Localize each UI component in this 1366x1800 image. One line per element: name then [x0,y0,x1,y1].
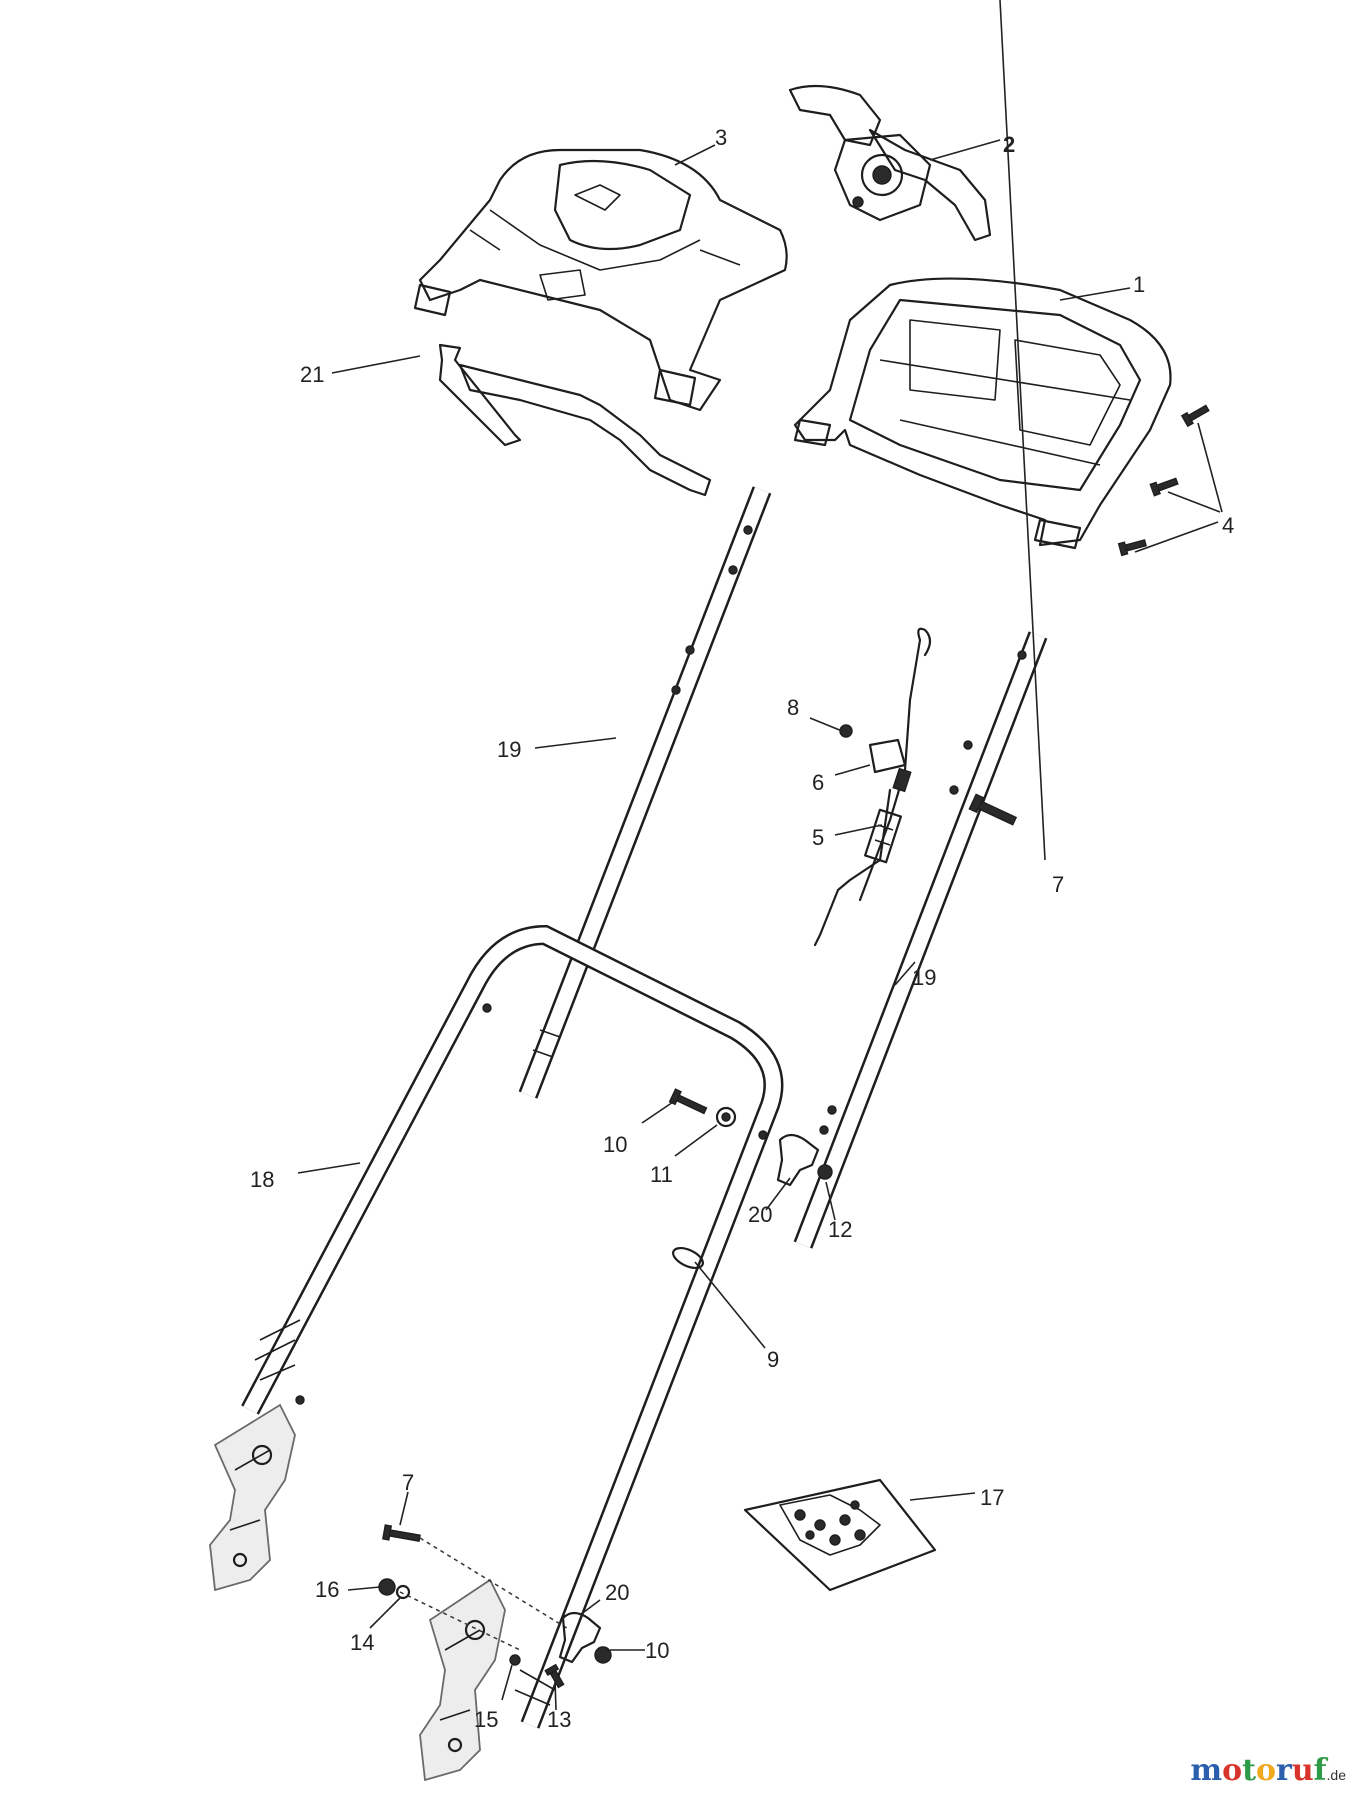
callout-10-upper: 10 [603,1132,627,1157]
callout-21: 21 [300,362,324,387]
callout-18: 18 [250,1167,274,1192]
callout-labels: 1 2 3 4 21 8 6 5 7 19 19 18 10 11 20 12 … [250,125,1234,1732]
washer-14-part [395,1584,411,1600]
callout-6: 6 [812,770,824,795]
upper-tube-right [793,631,1048,1249]
washer-15-part [509,1654,521,1666]
assembly-line-14 [399,1591,521,1651]
bowden-cable-part [813,627,932,947]
watermark-letter-2: o [1222,1753,1243,1788]
watermark-suffix: .de [1326,1767,1346,1783]
screw-set-4 [1117,404,1210,557]
watermark-letter-6: u [1291,1753,1314,1788]
nut-10-lower-part [594,1646,612,1664]
nut-16-part [378,1578,396,1596]
callout-15: 15 [474,1707,498,1732]
callout-19-right: 19 [912,965,936,990]
callout-12: 12 [828,1217,852,1242]
nut-12-part [817,1164,833,1180]
wing-knob-20-upper-part [776,1133,820,1187]
callout-16: 16 [315,1577,339,1602]
callout-3: 3 [715,125,727,150]
cable-clip-6-part [868,738,912,793]
bolt-7-upper-part [968,793,1018,826]
bracket-plate-right [419,1578,506,1782]
watermark-letter-4: o [1255,1753,1276,1788]
washer-11-part [715,1106,737,1128]
callout-14: 14 [350,1630,374,1655]
wing-knob-20-lower-part [558,1611,602,1664]
watermark-letter-7: f [1313,1753,1327,1788]
callout-10-lower: 10 [645,1638,669,1663]
cable-clip-part [438,343,712,497]
callout-20-upper: 20 [748,1202,772,1227]
callout-17: 17 [980,1485,1004,1510]
callout-9: 9 [767,1347,779,1372]
cable-ring-9-part [672,1246,704,1270]
upper-tube-left [518,486,772,1099]
callout-13: 13 [547,1707,571,1732]
assembly-line-7 [419,1537,571,1631]
bracket-plate-left [209,1403,296,1592]
watermark-letter-1: m [1190,1753,1223,1788]
callout-7-lower: 7 [402,1470,414,1495]
callout-5: 5 [812,825,824,850]
watermark-logo: motoruf.de [1190,1753,1346,1788]
callout-4: 4 [1222,513,1234,538]
leader-lines [297,0,1223,1711]
handle-cover-part [413,148,788,412]
callout-7-upper: 7 [1052,872,1064,897]
lower-handle-part [241,924,784,1729]
callout-11: 11 [650,1162,673,1187]
hardware-bag-part [743,1478,937,1592]
switch-lever-part [788,84,992,242]
callout-1: 1 [1133,272,1145,297]
callout-20-lower: 20 [605,1580,629,1605]
bolt-10-upper-part [668,1088,708,1115]
watermark-letter-5: r [1276,1753,1292,1788]
callout-8: 8 [787,695,799,720]
callout-19-left: 19 [497,737,521,762]
watermark-letter-3: t [1242,1753,1256,1788]
callout-2: 2 [1003,132,1015,157]
handle-frame-part [793,277,1172,550]
bolt-7-lower-part [382,1524,421,1542]
